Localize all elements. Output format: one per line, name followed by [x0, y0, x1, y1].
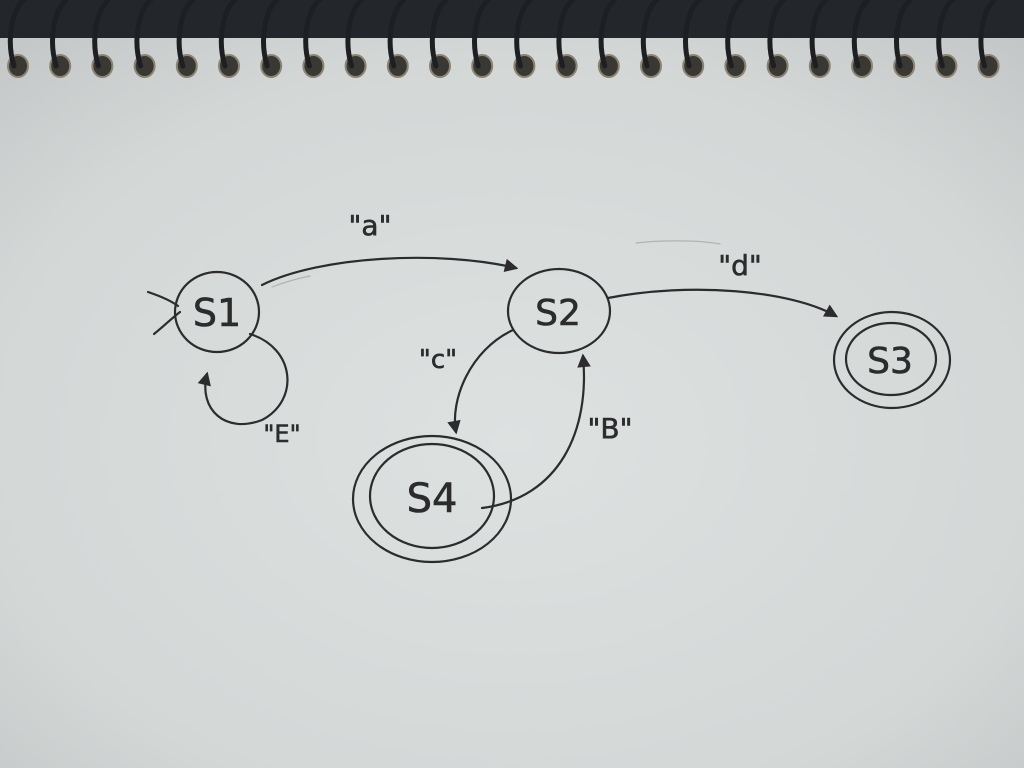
- spiral-ring: [345, 0, 365, 69]
- spiral-ring: [767, 0, 787, 69]
- transition-s1-s2: [260, 256, 516, 287]
- spiral-ring: [176, 0, 196, 69]
- spiral-ring: [514, 0, 533, 69]
- spiral-ring: [472, 0, 491, 69]
- state-s3-label: S3: [867, 341, 913, 382]
- spiral-ring: [598, 0, 618, 69]
- transition-s2-s3: [606, 288, 836, 316]
- transition-label-e: "E": [263, 420, 300, 448]
- state-s2-label: S2: [535, 293, 581, 334]
- spiral-ring: [894, 0, 913, 69]
- spiral-ring: [7, 0, 27, 69]
- spiral-ring: [851, 0, 871, 69]
- pencil-smudge: [271, 275, 311, 288]
- spiral-ring: [218, 0, 238, 69]
- spiral-ring: [640, 0, 660, 69]
- transition-s1-self: [205, 332, 289, 426]
- transition-label-a: "a": [349, 209, 392, 242]
- state-s4-inner-circle: [368, 442, 496, 550]
- state-s4-outer-circle: [351, 434, 513, 564]
- spiral-ring: [50, 0, 69, 69]
- spiral-ring: [261, 0, 280, 69]
- spiral-ring: [387, 0, 407, 69]
- spiral-ring: [809, 0, 829, 69]
- spiral-ring: [556, 0, 576, 69]
- transition-label-d: "d": [718, 249, 762, 282]
- state-s3-inner-circle: [844, 321, 938, 397]
- transition-s4-s2: [480, 356, 584, 510]
- transition-label-b: "B": [588, 412, 633, 445]
- spiral-ring: [92, 0, 111, 69]
- spiral-ring: [936, 0, 955, 69]
- notebook-page: [0, 38, 1024, 768]
- spiral-binding: [7, 0, 1000, 78]
- spiral-ring: [978, 0, 998, 69]
- state-s4-label: S4: [407, 476, 458, 522]
- state-s1-label: S1: [193, 291, 241, 335]
- state-diagram: [146, 240, 952, 564]
- transition-s2-s4: [455, 328, 515, 432]
- spiral-ring: [429, 0, 449, 69]
- spiral-ring: [683, 0, 702, 69]
- transition-label-c: "c": [419, 345, 457, 375]
- state-s1-circle: [173, 270, 261, 354]
- spiral-ring: [134, 0, 154, 69]
- state-s3-outer-circle: [832, 310, 952, 410]
- spiral-ring: [303, 0, 322, 69]
- spiral-ring: [725, 0, 744, 69]
- pencil-smudge: [635, 240, 721, 245]
- state-s2-circle: [506, 267, 612, 355]
